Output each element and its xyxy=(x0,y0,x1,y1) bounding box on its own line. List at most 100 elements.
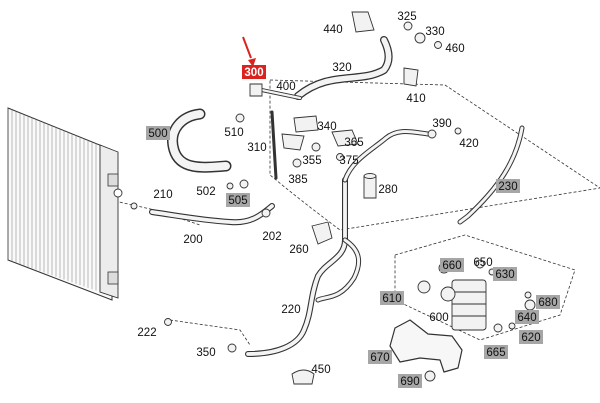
drain-plug xyxy=(113,188,123,198)
part-label-280: 280 xyxy=(378,184,397,196)
line-220-return-inner xyxy=(316,238,361,302)
part-label-320: 320 xyxy=(332,62,351,74)
label-badge xyxy=(146,126,170,140)
expansion-valve xyxy=(281,133,305,151)
part-number: 300 xyxy=(244,67,263,79)
part-label-355: 355 xyxy=(302,155,321,167)
part-number: 665 xyxy=(486,347,505,359)
label-badge xyxy=(519,330,543,344)
radiator-assembly xyxy=(7,107,123,301)
part-number: 222 xyxy=(137,327,156,339)
cap-375 xyxy=(336,153,344,161)
part-label-440: 440 xyxy=(323,24,342,36)
fitting-210 xyxy=(130,202,138,210)
seal-640 xyxy=(524,299,536,311)
seal-510 xyxy=(235,113,245,123)
sensor-620 xyxy=(508,322,516,330)
part-number: 400 xyxy=(276,81,295,93)
accumulator-280 xyxy=(363,175,377,199)
part-label-230: 230 xyxy=(496,179,520,193)
components xyxy=(130,11,536,385)
part-label-350: 350 xyxy=(196,347,215,359)
clamp-222 xyxy=(164,318,172,326)
plug-325 xyxy=(403,21,413,31)
part-label-510: 510 xyxy=(224,127,243,139)
valve-block-340 xyxy=(293,115,319,133)
part-number: 330 xyxy=(425,26,444,38)
compressor-260 xyxy=(311,221,333,245)
label-badge xyxy=(440,258,464,272)
part-label-640: 640 xyxy=(515,310,539,324)
line-200-inner xyxy=(150,204,274,225)
label-badge xyxy=(380,291,404,305)
part-number: 670 xyxy=(370,352,389,364)
sensor-385 xyxy=(292,158,302,168)
part-label-620: 620 xyxy=(519,330,543,344)
part-number: 320 xyxy=(332,62,351,74)
part-label-260: 260 xyxy=(289,244,308,256)
part-label-600: 600 xyxy=(429,312,448,324)
part-label-660: 660 xyxy=(440,258,464,272)
switch-355 xyxy=(311,142,321,152)
part-number: 500 xyxy=(148,128,167,140)
part-label-630: 630 xyxy=(493,267,517,281)
part-number: 640 xyxy=(517,312,536,324)
lower-leader-line xyxy=(169,319,251,346)
part-label-340: 340 xyxy=(317,121,336,133)
part-number: 630 xyxy=(495,269,514,281)
part-number: 350 xyxy=(196,347,215,359)
sensor-410 xyxy=(403,67,419,87)
bracket-670 xyxy=(389,319,463,373)
seal-680 xyxy=(524,291,532,299)
part-number: 460 xyxy=(445,43,464,55)
label-badge xyxy=(226,193,250,207)
part-number: 220 xyxy=(281,304,300,316)
clamp-502 xyxy=(226,182,234,190)
part-number: 410 xyxy=(406,93,425,105)
part-number: 620 xyxy=(521,332,540,344)
label-badge xyxy=(368,350,392,364)
part-number: 355 xyxy=(302,155,321,167)
cap-450 xyxy=(291,369,315,385)
part-number: 200 xyxy=(183,234,202,246)
part-label-665: 665 xyxy=(484,345,508,359)
pipe-310 xyxy=(270,110,278,180)
part-label-650: 650 xyxy=(473,257,492,269)
part-label-670: 670 xyxy=(368,350,392,364)
line-220 xyxy=(245,177,348,357)
part-label-365: 365 xyxy=(344,137,363,149)
part-label-420: 420 xyxy=(459,138,478,150)
part-number: 505 xyxy=(228,195,247,207)
part-label-202: 202 xyxy=(262,231,281,243)
line-230-inner xyxy=(458,126,524,224)
part-number: 650 xyxy=(473,257,492,269)
part-number: 450 xyxy=(311,364,330,376)
upper-assembly-outline xyxy=(269,79,600,231)
oil-cooler-600 xyxy=(451,279,487,331)
label-badge xyxy=(493,267,517,281)
part-label-200: 200 xyxy=(183,234,202,246)
part-label-400: 400 xyxy=(276,81,295,93)
flange-610b xyxy=(440,286,456,302)
label-badge xyxy=(496,179,520,193)
fitting-420 xyxy=(454,127,462,135)
part-label-500: 500 xyxy=(146,126,170,140)
part-label-460: 460 xyxy=(445,43,464,55)
bolt-350 xyxy=(227,343,237,353)
lines xyxy=(149,36,525,373)
part-number: 230 xyxy=(498,181,517,193)
part-label-222: 222 xyxy=(137,327,156,339)
part-label-325: 325 xyxy=(397,11,416,23)
part-label-390: 390 xyxy=(432,118,451,130)
part-number: 260 xyxy=(289,244,308,256)
part-label-680: 680 xyxy=(536,295,560,309)
valve-365 xyxy=(331,129,359,147)
clamp-505 xyxy=(239,179,249,189)
part-number: 680 xyxy=(538,297,557,309)
seal-650 xyxy=(475,259,485,269)
label-badge xyxy=(484,345,508,359)
part-label-385: 385 xyxy=(288,174,307,186)
part-number: 310 xyxy=(247,142,266,154)
label-badge xyxy=(398,374,422,388)
part-number: 420 xyxy=(459,138,478,150)
